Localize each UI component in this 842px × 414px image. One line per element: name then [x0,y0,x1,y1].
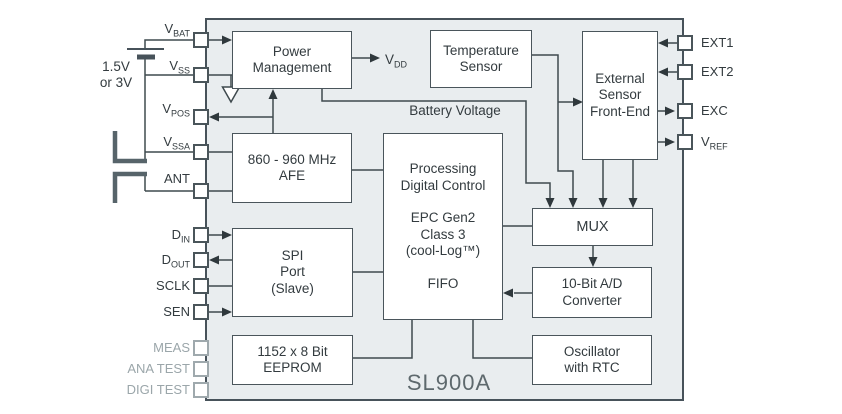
block-mux: MUX [532,208,653,246]
block-label: EPC Gen2 [410,210,476,225]
block-adc: 10-Bit A/D Converter [532,267,652,318]
block-spi-port: SPI Port (Slave) [232,228,353,317]
block-label: (cool-Log™) [405,243,481,258]
pin-label-ant: ANT [164,171,190,186]
block-label: AFE [278,168,306,183]
pin-label-din: DIN [171,227,190,245]
pin-sclk [193,278,209,294]
pin-label-vss: VSS [169,58,190,76]
block-label: Digital Control [400,177,486,193]
block-label: Management [252,60,332,75]
block-label: SPI [281,247,304,263]
block-label: 1152 x 8 Bit [257,343,328,359]
block-label: FIFO [427,275,459,291]
pin-label-ana-test: ANA TEST [127,361,190,376]
block-label: MUX [576,218,609,235]
block-label: 860 - 960 MHz [247,151,337,167]
block-external-sensor-front-end: External Sensor Front-End [582,31,658,160]
block-label: with RTC [564,360,620,375]
pin-label-sen: SEN [163,304,190,319]
block-label: Port [280,264,305,280]
block-label: External [595,70,645,86]
block-afe: 860 - 960 MHz AFE [232,133,352,203]
pin-ana-test [193,361,209,377]
pin-label-ext1: EXT1 [701,35,734,50]
block-label: Sensor [459,59,503,74]
block-oscillator: Oscillator with RTC [532,335,652,385]
block-processing-digital-control: Processing Digital Control EPC Gen2 Clas… [383,133,503,320]
pin-vref [677,134,693,150]
pin-label-vref: VREF [701,134,728,152]
pin-label-dout: DOUT [161,252,190,270]
pin-ext1 [677,35,693,51]
pin-label-vbat: VBAT [164,21,190,39]
chip-name: SL900A [406,370,492,395]
block-eeprom: 1152 x 8 Bit EEPROM [232,335,353,385]
pin-din [193,227,209,243]
pin-label-ext2: EXT2 [701,64,734,79]
block-label: Converter [562,292,622,308]
pin-ant [193,183,209,199]
pin-label-sclk: SCLK [156,278,190,293]
pin-sen [193,304,209,320]
pin-label-vpos: VPOS [162,101,190,119]
block-power-management: Power Management [232,31,352,89]
block-label: Sensor [598,87,642,103]
pin-vss [193,67,209,83]
block-label: (Slave) [271,280,314,296]
pin-dout [193,252,209,268]
pin-vbat [193,32,209,48]
block-label: Oscillator [563,343,621,359]
pin-label-meas: MEAS [153,340,190,355]
pin-label-vssa: VSSA [163,134,190,152]
block-label: EEPROM [263,360,322,375]
block-label: Power [272,43,312,59]
block-label: 10-Bit A/D [561,276,623,291]
pin-ext2 [677,64,693,80]
pin-label-exc: EXC [701,103,728,118]
block-temperature-sensor: Temperature Sensor [430,30,532,88]
vdd-label: VDD [385,52,408,70]
battery-symbol [127,48,164,60]
pin-meas [193,340,209,356]
pin-digi-test [193,382,209,398]
block-label: Processing [409,161,477,176]
pin-vpos [193,109,209,125]
pin-vssa [193,144,209,160]
pin-exc [677,103,693,119]
supply-voltage-label: 1.5V or 3V [99,59,133,90]
battery-voltage-label: Battery Voltage [409,103,501,118]
block-label: Class 3 [420,226,466,242]
block-label: Temperature [443,42,519,58]
block-label: Front-End [589,103,651,119]
pin-label-digi-test: DIGI TEST [126,382,190,397]
